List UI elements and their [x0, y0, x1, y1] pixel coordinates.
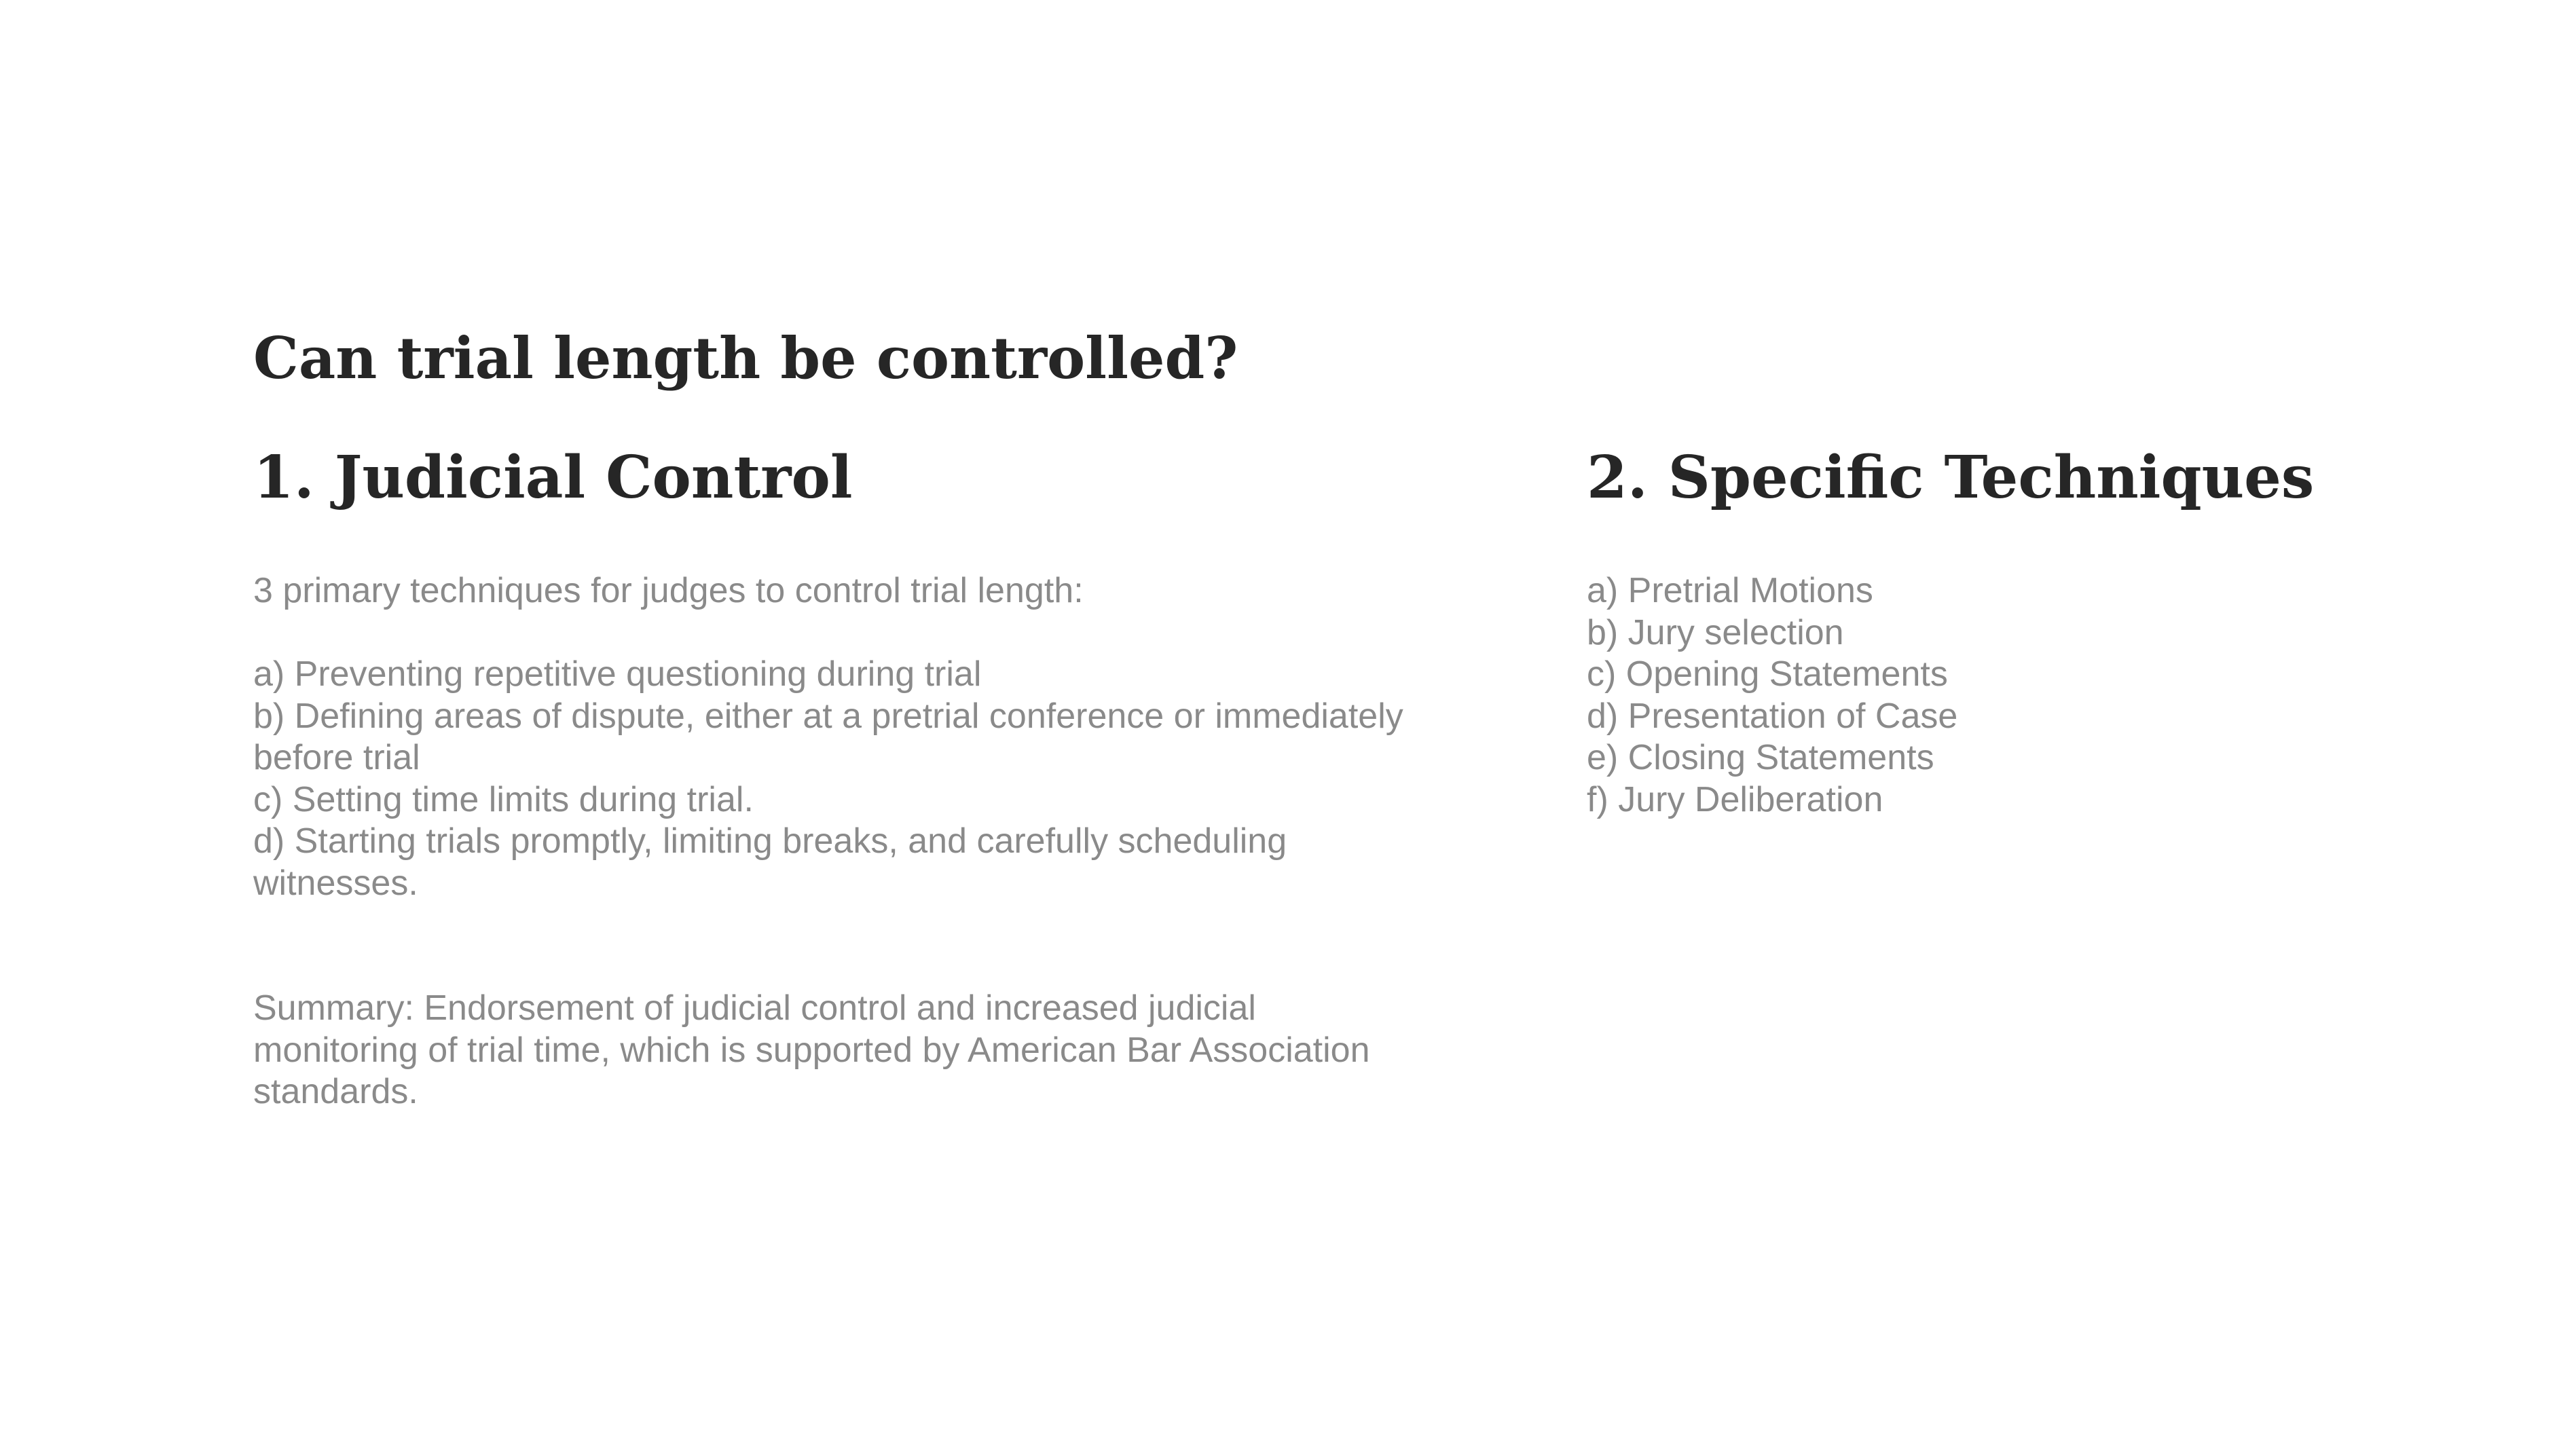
list-item: e) Closing Statements: [1587, 738, 1934, 777]
spacer: [253, 904, 1421, 988]
judicial-control-intro: 3 primary techniques for judges to contr…: [253, 571, 1084, 610]
specific-techniques-list: a) Pretrial Motions b) Jury selection c)…: [1587, 570, 2402, 821]
list-item: a) Pretrial Motions: [1587, 571, 1873, 610]
list-item: f) Jury Deliberation: [1587, 779, 1883, 819]
specific-techniques-column: 2. Specific Techniques a) Pretrial Motio…: [1587, 443, 2402, 821]
list-item: d) Starting trials promptly, limiting br…: [253, 821, 1287, 903]
list-item: a) Preventing repetitive questioning dur…: [253, 654, 982, 694]
list-item: d) Presentation of Case: [1587, 696, 1958, 736]
list-item: b) Defining areas of dispute, either at …: [253, 696, 1403, 778]
specific-techniques-heading: 2. Specific Techniques: [1587, 443, 2315, 512]
list-item: b) Jury selection: [1587, 612, 1844, 652]
judicial-control-list: a) Preventing repetitive questioning dur…: [253, 654, 1421, 904]
judicial-control-heading: 1. Judicial Control: [253, 443, 853, 512]
list-item: c) Opening Statements: [1587, 654, 1948, 694]
judicial-control-column: 1. Judicial Control 3 primary techniques…: [253, 443, 1421, 1113]
list-item: c) Setting time limits during trial.: [253, 779, 754, 819]
page-title: Can trial length be controlled?: [253, 324, 1238, 392]
judicial-control-summary: Summary: Endorsement of judicial control…: [253, 988, 1370, 1111]
spacer: [253, 612, 1421, 654]
